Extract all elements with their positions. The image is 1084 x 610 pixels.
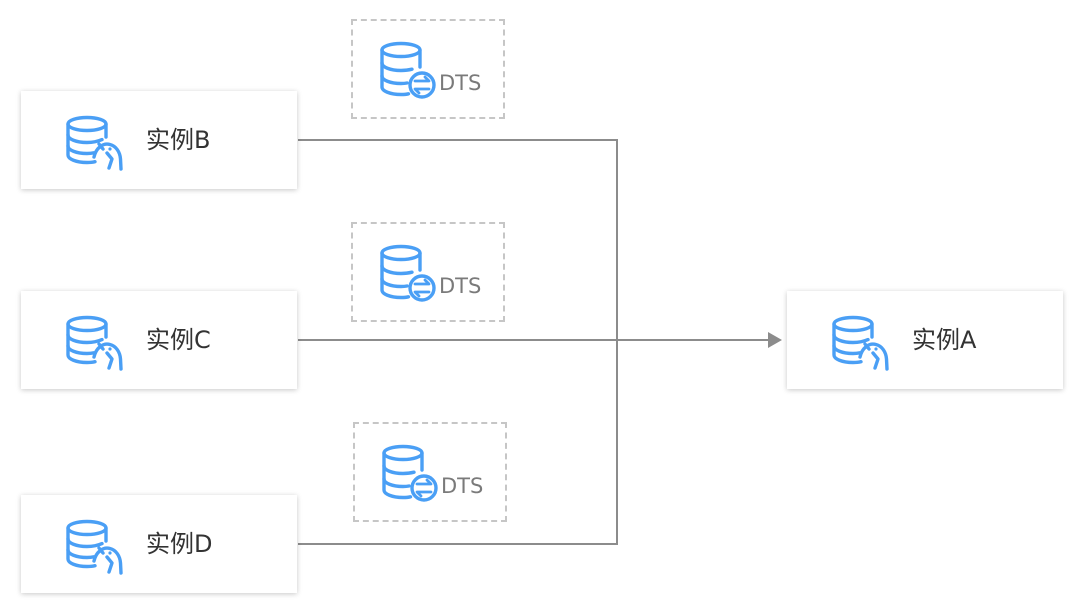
instance-c-label: 实例C xyxy=(146,326,211,354)
dts-box-3: DTS xyxy=(353,422,507,522)
instance-a-node: 实例A xyxy=(787,291,1063,389)
database-dolphin-icon xyxy=(831,315,891,371)
dts-box-1: DTS xyxy=(351,19,505,119)
connector-b xyxy=(298,139,618,340)
instance-b-node: 实例B xyxy=(21,91,297,189)
instance-a-label: 实例A xyxy=(912,326,977,354)
dts-label: DTS xyxy=(441,474,484,498)
database-dolphin-icon xyxy=(65,115,125,171)
instance-c-node: 实例C xyxy=(21,291,297,389)
database-sync-icon xyxy=(379,41,437,101)
database-dolphin-icon xyxy=(65,519,125,575)
dts-label: DTS xyxy=(439,274,482,298)
arrowhead xyxy=(768,332,782,348)
database-dolphin-icon xyxy=(65,315,125,371)
database-sync-icon xyxy=(379,244,437,304)
instance-d-node: 实例D xyxy=(21,495,297,593)
instance-d-label: 实例D xyxy=(146,530,213,558)
connector-d xyxy=(298,340,618,545)
database-sync-icon xyxy=(381,444,439,504)
instance-b-label: 实例B xyxy=(146,126,211,154)
dts-box-2: DTS xyxy=(351,222,505,322)
dts-label: DTS xyxy=(439,71,482,95)
